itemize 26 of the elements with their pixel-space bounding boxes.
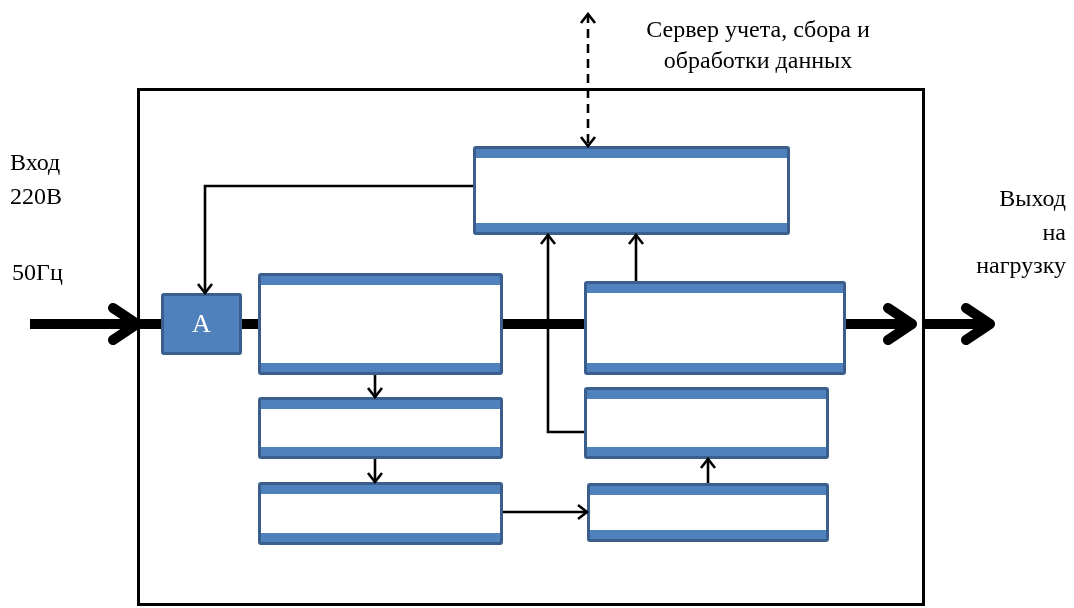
arrow — [699, 457, 717, 483]
module-block — [473, 146, 790, 235]
device-frame — [137, 88, 925, 606]
module-block: А — [161, 293, 242, 355]
module-block — [258, 397, 503, 459]
input-label: Вход 220В — [10, 148, 63, 211]
arrow — [539, 233, 584, 434]
frequency-label: 50Гц — [12, 258, 63, 287]
arrow — [503, 503, 589, 521]
power-line — [503, 319, 584, 329]
module-block — [258, 482, 503, 545]
power-line — [846, 303, 917, 345]
power-line — [925, 303, 995, 345]
module-block — [584, 387, 829, 459]
arrow — [196, 184, 473, 295]
arrow — [366, 375, 384, 399]
power-line — [137, 319, 161, 329]
power-line — [242, 319, 258, 329]
arrow — [627, 233, 645, 281]
arrow — [366, 459, 384, 484]
dashed-arrow — [579, 12, 597, 148]
output-label: Выход на нагрузку — [976, 184, 1066, 281]
module-block — [587, 483, 829, 542]
module-block — [584, 281, 846, 375]
module-block — [258, 273, 503, 375]
server-label: Сервер учета, сбора и обработки данных — [645, 15, 871, 76]
